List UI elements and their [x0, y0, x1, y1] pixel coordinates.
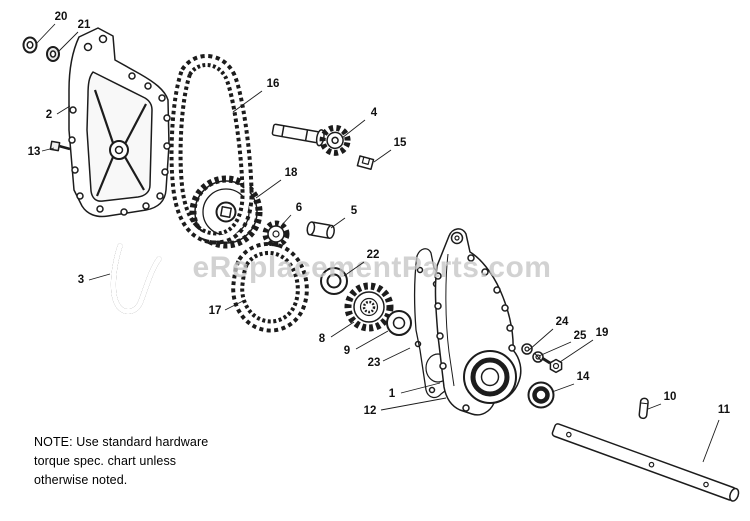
callout-18: 18 [285, 167, 298, 179]
callout-23: 23 [368, 357, 381, 369]
part-5-spacer-bushing [306, 221, 335, 240]
note-line-1: NOTE: Use standard hardware [34, 435, 209, 449]
diagram-linework [22, 27, 740, 502]
part-19-bolt [541, 356, 563, 374]
part-8-sprocket [344, 282, 394, 332]
part-2-chaincase-housing [68, 27, 171, 218]
part-14-seal-washer [527, 381, 555, 409]
callout-21: 21 [78, 19, 91, 31]
part-9-washer [386, 310, 412, 336]
part-22-washer [320, 267, 348, 295]
part-11-axle-shaft [551, 423, 740, 502]
part-21-spacer [46, 46, 60, 62]
callout-9: 9 [344, 345, 350, 357]
callout-12: 12 [364, 405, 377, 417]
callout-labels: 20 21 2 13 16 4 15 18 6 5 22 3 17 8 9 23… [28, 11, 731, 417]
callout-13: 13 [28, 146, 41, 158]
note-block: NOTE: Use standard hardware torque spec.… [34, 433, 208, 489]
callout-25: 25 [574, 330, 587, 342]
callout-17: 17 [209, 305, 222, 317]
callout-6: 6 [296, 202, 302, 214]
callout-3: 3 [78, 274, 84, 286]
callout-19: 19 [596, 327, 609, 339]
part-20-washer [22, 36, 38, 54]
callout-20: 20 [55, 11, 68, 23]
part-24-washer [521, 343, 533, 355]
watermark-text: eReplacementParts.com [193, 251, 552, 284]
note-line-3: otherwise noted. [34, 472, 128, 487]
callout-5: 5 [351, 205, 358, 217]
part-6-small-gear [262, 220, 290, 248]
note-line-2: torque spec. chart unless [34, 453, 177, 468]
callout-1: 1 [389, 388, 396, 400]
part-15-key-clip [356, 155, 375, 171]
callout-22: 22 [367, 249, 380, 261]
callout-4: 4 [371, 107, 378, 119]
part-4-shaft-sprocket [271, 123, 351, 156]
part-1-12-chaincase-cover [434, 228, 522, 416]
part-10-roll-pin [638, 397, 649, 420]
callout-8: 8 [319, 333, 326, 345]
callout-2: 2 [46, 109, 52, 121]
part-13-bolt [49, 140, 71, 152]
part-16-roller-chain-upper [169, 54, 254, 245]
part-3-bent-rod [110, 243, 162, 314]
callout-15: 15 [394, 137, 407, 149]
part-25-lock-washer [532, 351, 544, 363]
callout-11: 11 [718, 404, 731, 416]
callout-24: 24 [556, 316, 569, 328]
leader-lines [35, 23, 720, 463]
callout-14: 14 [577, 371, 590, 383]
callout-10: 10 [664, 391, 677, 403]
callout-16: 16 [267, 78, 280, 90]
part-17-roller-chain-lower [231, 241, 309, 333]
